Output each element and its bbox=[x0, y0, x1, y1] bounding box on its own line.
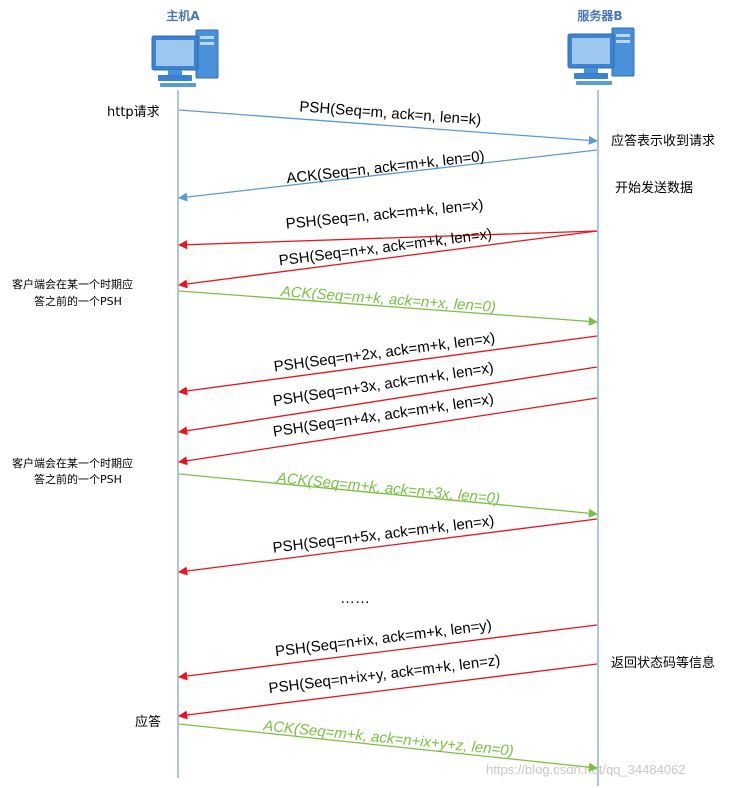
note-client-periodic-1a: 客户端会在某一个时期应 bbox=[12, 277, 133, 291]
message-label-5: ACK(Seq=m+k, ack=n+x, len=0) bbox=[279, 283, 496, 316]
watermark: https://blog.csdn.net/qq_34484062 bbox=[486, 762, 686, 777]
message-label-13: ACK(Seq=m+k, ack=n+ix+y+z, len=0) bbox=[262, 717, 515, 759]
message-arrow-3 bbox=[178, 230, 598, 250]
message-arrow-10 bbox=[178, 518, 598, 576]
message-arrow-8 bbox=[178, 397, 598, 466]
message-arrow-4 bbox=[178, 230, 598, 289]
message-arrow-6 bbox=[178, 335, 598, 396]
message-label-10: PSH(Seq=n+5x, ack=m+k, len=x) bbox=[272, 512, 495, 556]
message-arrow-9 bbox=[178, 473, 598, 518]
message-arrow-2 bbox=[178, 149, 598, 202]
message-arrow-1 bbox=[178, 109, 598, 145]
server-computer-icon bbox=[567, 27, 635, 85]
message-label-4: PSH(Seq=n+x, ack=m+k, len=x) bbox=[278, 226, 493, 270]
message-arrow-13 bbox=[178, 723, 598, 772]
message-label-1: PSH(Seq=m, ack=n, len=k) bbox=[299, 98, 482, 128]
message-arrow-11 bbox=[178, 624, 598, 681]
note-start-send: 开始发送数据 bbox=[615, 180, 693, 196]
note-status: 返回状态码等信息 bbox=[611, 655, 715, 671]
ellipsis: …… bbox=[340, 590, 370, 607]
note-http-request: http请求 bbox=[107, 105, 160, 120]
message-group: PSH(Seq=m, ack=n, len=k) ACK(Seq=n, ack=m… bbox=[178, 98, 598, 772]
note-client-periodic-2a: 客户端会在某一个时期应 bbox=[12, 456, 133, 470]
note-final-ack: 应答 bbox=[135, 714, 161, 730]
note-server-ack: 应答表示收到请求 bbox=[611, 133, 715, 149]
message-arrow-12 bbox=[178, 663, 598, 720]
note-client-periodic-1b: 答之前的一个PSH bbox=[34, 294, 122, 308]
client-title: 主机A bbox=[166, 8, 200, 23]
message-arrow-5 bbox=[178, 290, 598, 326]
message-arrow-7 bbox=[178, 366, 598, 436]
client-computer-icon bbox=[151, 29, 219, 87]
server-title: 服务器B bbox=[577, 8, 622, 23]
message-label-11: PSH(Seq=n+ix, ack=m+k, len=y) bbox=[274, 617, 492, 660]
message-label-3: PSH(Seq=n, ack=m+k, len=x) bbox=[285, 196, 484, 232]
message-label-2: ACK(Seq=n, ack=m+k, len=0) bbox=[286, 148, 486, 187]
note-client-periodic-2b: 答之前的一个PSH bbox=[34, 472, 122, 486]
message-label-9: ACK(Seq=m+k, ack=n+3x, len=0) bbox=[275, 469, 500, 507]
